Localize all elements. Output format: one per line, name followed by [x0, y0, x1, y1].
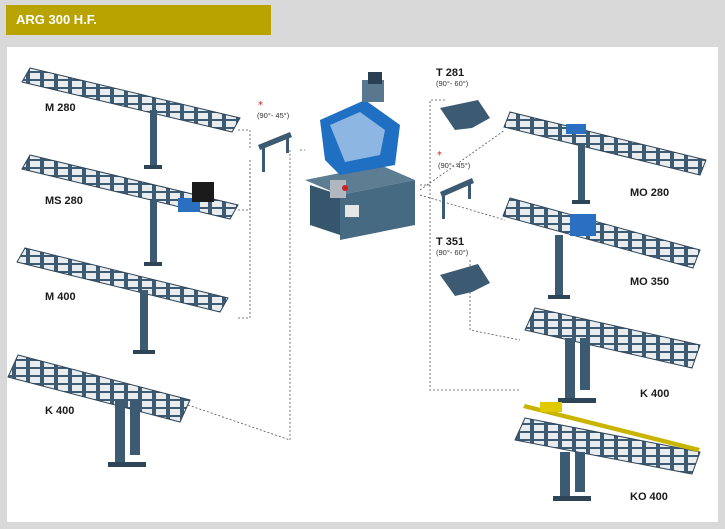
roller-table-m400: [16, 247, 229, 354]
label-m280: M 280: [45, 102, 76, 114]
optional-marker-left: *: [258, 100, 263, 111]
label-k400-left: K 400: [45, 405, 74, 417]
label-k400-right: K 400: [640, 388, 669, 400]
roller-table-m280: [21, 67, 241, 169]
label-ko400: KO 400: [630, 491, 668, 503]
angle-stop-right: [440, 178, 474, 219]
roller-table-k400-left: [7, 354, 191, 467]
angle-note-left: (90°- 45°): [257, 111, 290, 120]
label-ms280: MS 280: [45, 195, 83, 207]
roller-table-k400-right: [524, 307, 701, 403]
angle-t351: (90°- 60°): [436, 248, 469, 257]
support-t281: [440, 100, 490, 130]
page-title: ARG 300 H.F.: [6, 5, 271, 35]
band-saw-machine: [305, 72, 415, 240]
label-t281: T 281: [436, 67, 464, 79]
support-t351: [440, 264, 490, 296]
angle-stop-left: [258, 132, 292, 172]
optional-marker-right: *: [437, 150, 442, 161]
connection-lines: [187, 99, 521, 441]
angle-note-right: (90°- 45°): [438, 161, 471, 170]
roller-table-ms280: [21, 154, 239, 266]
label-t351: T 351: [436, 236, 464, 248]
label-mo280: MO 280: [630, 187, 669, 199]
roller-table-mo280: [503, 111, 707, 204]
roller-table-mo350: [502, 197, 701, 299]
roller-table-ko400: [514, 402, 701, 501]
angle-t281: (90°- 60°): [436, 79, 469, 88]
label-m400: M 400: [45, 291, 76, 303]
label-mo350: MO 350: [630, 276, 669, 288]
